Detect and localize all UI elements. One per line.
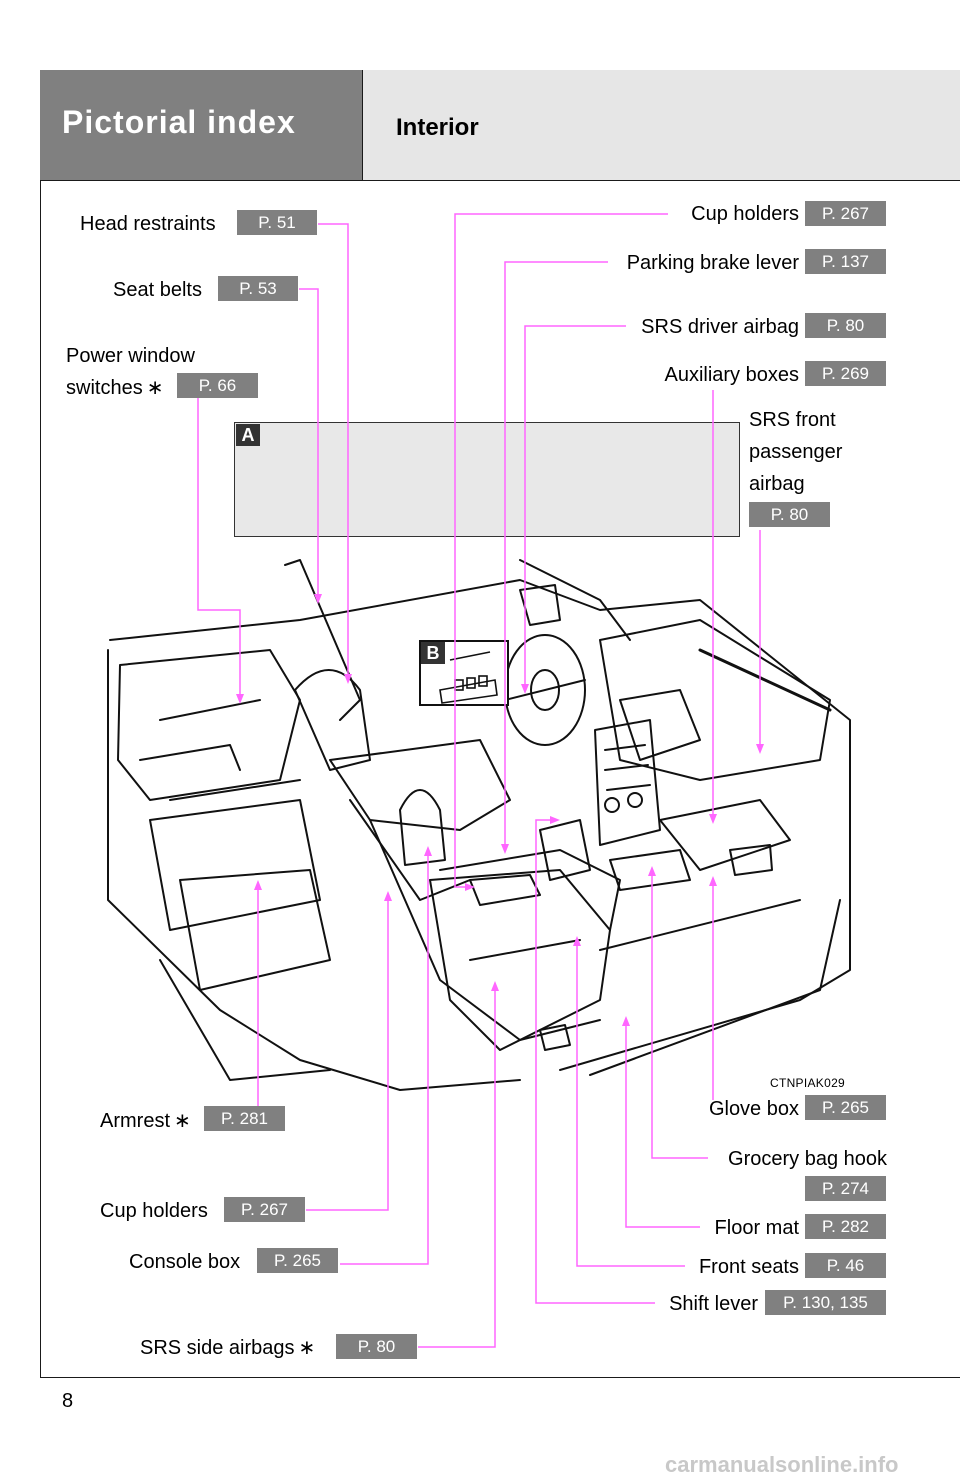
label-front-seats: Front seats [698,1256,799,1278]
page-ref-armrest[interactable]: P. 281 [204,1106,285,1131]
label-cup-holders-right: Cup holders [691,203,799,225]
page-ref-cup-holders-right[interactable]: P. 267 [805,201,886,226]
page-ref-head-restraints[interactable]: P. 51 [237,210,317,235]
label-armrest: Armrest∗ [100,1110,191,1132]
label-srs-front-passenger-line3: airbag [749,473,805,495]
section-title: Interior [396,114,479,141]
page-ref-floor-mat[interactable]: P. 282 [805,1214,886,1239]
label-srs-front-passenger-line2: passenger [749,441,843,463]
label-glove-box: Glove box [708,1098,799,1120]
page-ref-grocery-bag-hook[interactable]: P. 274 [805,1176,886,1201]
asterisk-icon: ∗ [146,377,164,399]
asterisk-icon: ∗ [174,1110,191,1132]
page-ref-console-box[interactable]: P. 265 [257,1248,338,1273]
label-srs-front-passenger: SRS front [749,409,836,431]
label-head-restraints: Head restraints [80,213,216,235]
label-cup-holders-left: Cup holders [100,1200,208,1222]
label-seat-belts: Seat belts [113,279,202,301]
page-ref-auxiliary-boxes[interactable]: P. 269 [805,361,886,386]
label-floor-mat: Floor mat [714,1217,799,1239]
page-ref-parking-brake[interactable]: P. 137 [805,249,886,274]
asterisk-icon: ∗ [298,1337,316,1359]
page-ref-cup-holders-left[interactable]: P. 267 [224,1197,305,1222]
label-shift-lever: Shift lever [669,1293,758,1315]
header-light-panel [363,70,960,181]
page-ref-srs-driver-airbag[interactable]: P. 80 [805,313,886,338]
header-dark-panel [40,70,363,181]
label-power-window: Power window [66,345,195,367]
page-ref-seat-belts[interactable]: P. 53 [218,276,298,301]
label-power-window-line2: switches∗ [66,377,164,399]
label-srs-driver-airbag: SRS driver airbag [641,316,799,338]
page-number: 8 [62,1390,74,1412]
label-srs-side-airbags: SRS side airbags∗ [140,1337,316,1359]
page-ref-power-window[interactable]: P. 66 [177,373,258,398]
label-parking-brake: Parking brake lever [626,252,799,274]
tag-a: A [236,424,260,446]
label-grocery-bag-hook: Grocery bag hook [728,1148,887,1170]
page-ref-srs-front-passenger[interactable]: P. 80 [749,502,830,527]
label-console-box: Console box [129,1251,241,1273]
tag-b: B [421,642,445,664]
watermark: carmanualsonline.info [665,1452,899,1477]
page-title: Pictorial index [62,104,296,140]
page-ref-srs-side-airbags[interactable]: P. 80 [336,1334,417,1359]
page-ref-front-seats[interactable]: P. 46 [805,1253,886,1278]
page-ref-shift-lever[interactable]: P. 130, 135 [765,1290,886,1315]
figure-code: CTNPIAK029 [770,1076,846,1090]
label-auxiliary-boxes: Auxiliary boxes [664,364,799,386]
page-ref-glove-box[interactable]: P. 265 [805,1095,886,1120]
